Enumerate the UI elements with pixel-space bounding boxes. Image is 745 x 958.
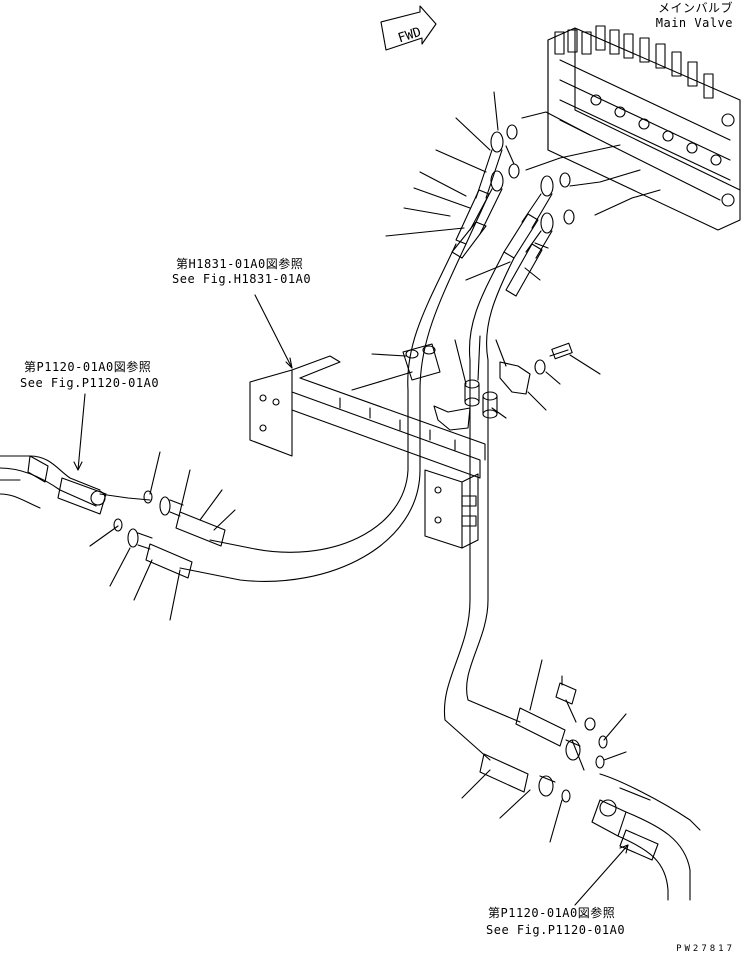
o-ring: [144, 491, 152, 503]
hose-fitting: [452, 171, 503, 258]
fwd-arrow-icon: FWD: [381, 6, 436, 50]
ref-p1120-left-en: See Fig.P1120-01A0: [20, 376, 160, 390]
hose-fitting: [516, 708, 580, 760]
ref-h1831-en: See Fig.H1831-01A0: [172, 272, 312, 286]
hose-fitting: [504, 176, 553, 258]
o-ring: [114, 519, 122, 531]
bolt: [535, 343, 572, 374]
bushing: [465, 380, 497, 418]
pump-pipe: [0, 456, 150, 514]
fwd-label: FWD: [396, 25, 423, 47]
hose-clamp: [403, 344, 440, 380]
o-ring: [560, 173, 570, 187]
main-valve-label-jp: メインバルブ: [657, 1, 733, 15]
ref-h1831-jp: 第H1831-01A0図参照: [176, 257, 304, 271]
o-ring: [564, 210, 574, 224]
hose-fitting: [456, 132, 503, 244]
pump-pipe: [592, 774, 700, 900]
o-ring: [596, 756, 604, 768]
hose-fitting: [160, 497, 225, 546]
drawing-number: PW27817: [676, 944, 735, 954]
mounting-bracket: [250, 356, 485, 548]
bolt: [556, 683, 607, 748]
ref-p1120-bottom-en: See Fig.P1120-01A0: [486, 923, 626, 937]
o-ring: [507, 125, 517, 139]
ref-p1120-bottom-jp: 第P1120-01A0図参照: [488, 906, 616, 920]
o-ring: [509, 164, 519, 178]
main-valve-label-en: Main Valve: [655, 16, 733, 30]
o-ring: [562, 790, 570, 802]
hose-fitting: [480, 754, 555, 796]
hose-fitting: [506, 213, 553, 296]
clamp-plate: [434, 406, 470, 430]
ref-p1120-left-jp: 第P1120-01A0図参照: [24, 360, 152, 374]
hose-fitting: [128, 529, 192, 578]
clamp-plate: [500, 362, 530, 394]
